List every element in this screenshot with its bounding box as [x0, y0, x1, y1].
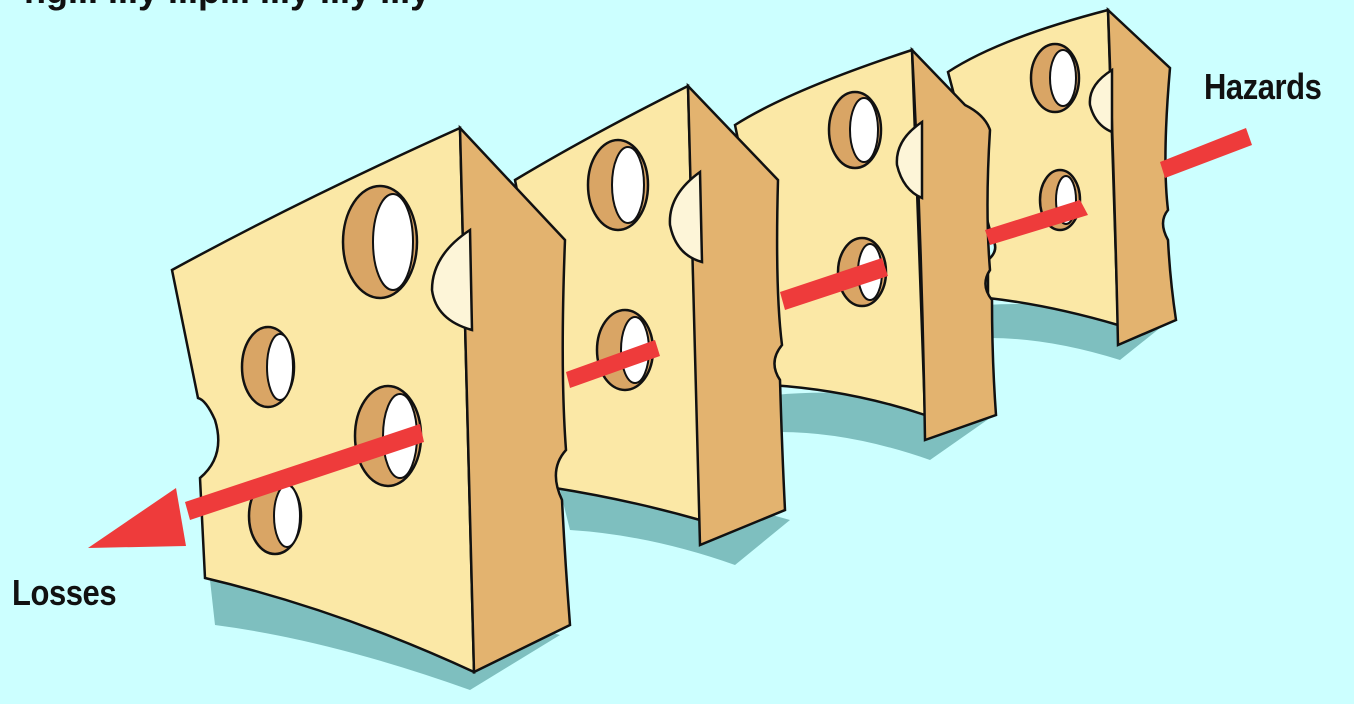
hazards-label: Hazards — [1204, 66, 1321, 108]
losses-label: Losses — [12, 572, 116, 614]
cheese-slice-1 — [172, 128, 570, 690]
